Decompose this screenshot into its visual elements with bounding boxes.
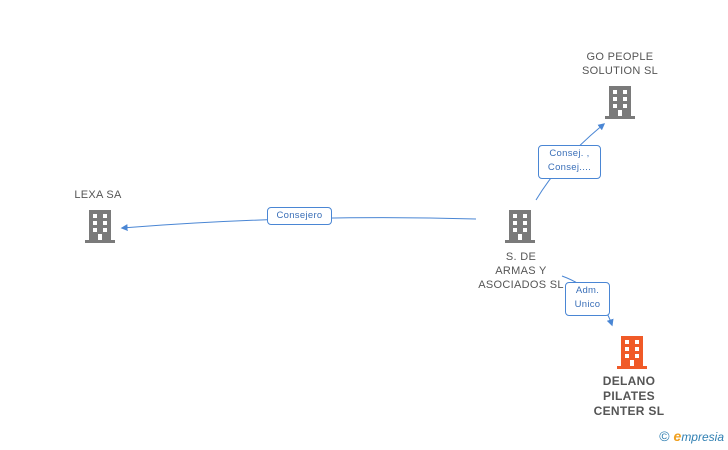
building-icon: [605, 86, 635, 119]
node-label-gopeople[interactable]: GO PEOPLE SOLUTION SL: [568, 50, 672, 78]
edge-label-line: Consej....: [547, 162, 592, 173]
building-icon: [85, 210, 115, 243]
edge-label-consej[interactable]: Consej. , Consej....: [538, 145, 601, 179]
copyright-icon: ©: [659, 428, 670, 444]
edge-label-consejero[interactable]: Consejero: [267, 207, 332, 225]
brand-name: mpresia: [681, 430, 724, 444]
empresia-watermark: ©empresia: [659, 428, 724, 444]
node-label-armas[interactable]: S. DE ARMAS Y ASOCIADOS SL: [466, 250, 576, 292]
node-label-line: PILATES: [603, 389, 655, 403]
node-label-line: ARMAS Y: [495, 265, 547, 277]
building-icon: [617, 336, 647, 369]
building-icon: [505, 210, 535, 243]
node-label-line: CENTER SL: [593, 404, 665, 418]
node-label-delano[interactable]: DELANO PILATES CENTER SL: [584, 374, 674, 419]
edge-label-adm[interactable]: Adm. Unico: [565, 282, 610, 316]
node-label-lexa[interactable]: LEXA SA: [74, 189, 122, 201]
node-label-line: DELANO: [602, 374, 656, 388]
edge-label-line: Adm.: [575, 285, 600, 296]
edge-label-line: Consej. ,: [549, 148, 590, 159]
node-label-line: S. DE: [505, 251, 537, 263]
edge-label-line: Unico: [574, 299, 601, 310]
brand-initial: e: [673, 428, 682, 444]
node-label-line: SOLUTION SL: [581, 65, 659, 77]
node-label-line: ASOCIADOS SL: [478, 279, 564, 291]
node-label-line: GO PEOPLE: [586, 51, 654, 63]
